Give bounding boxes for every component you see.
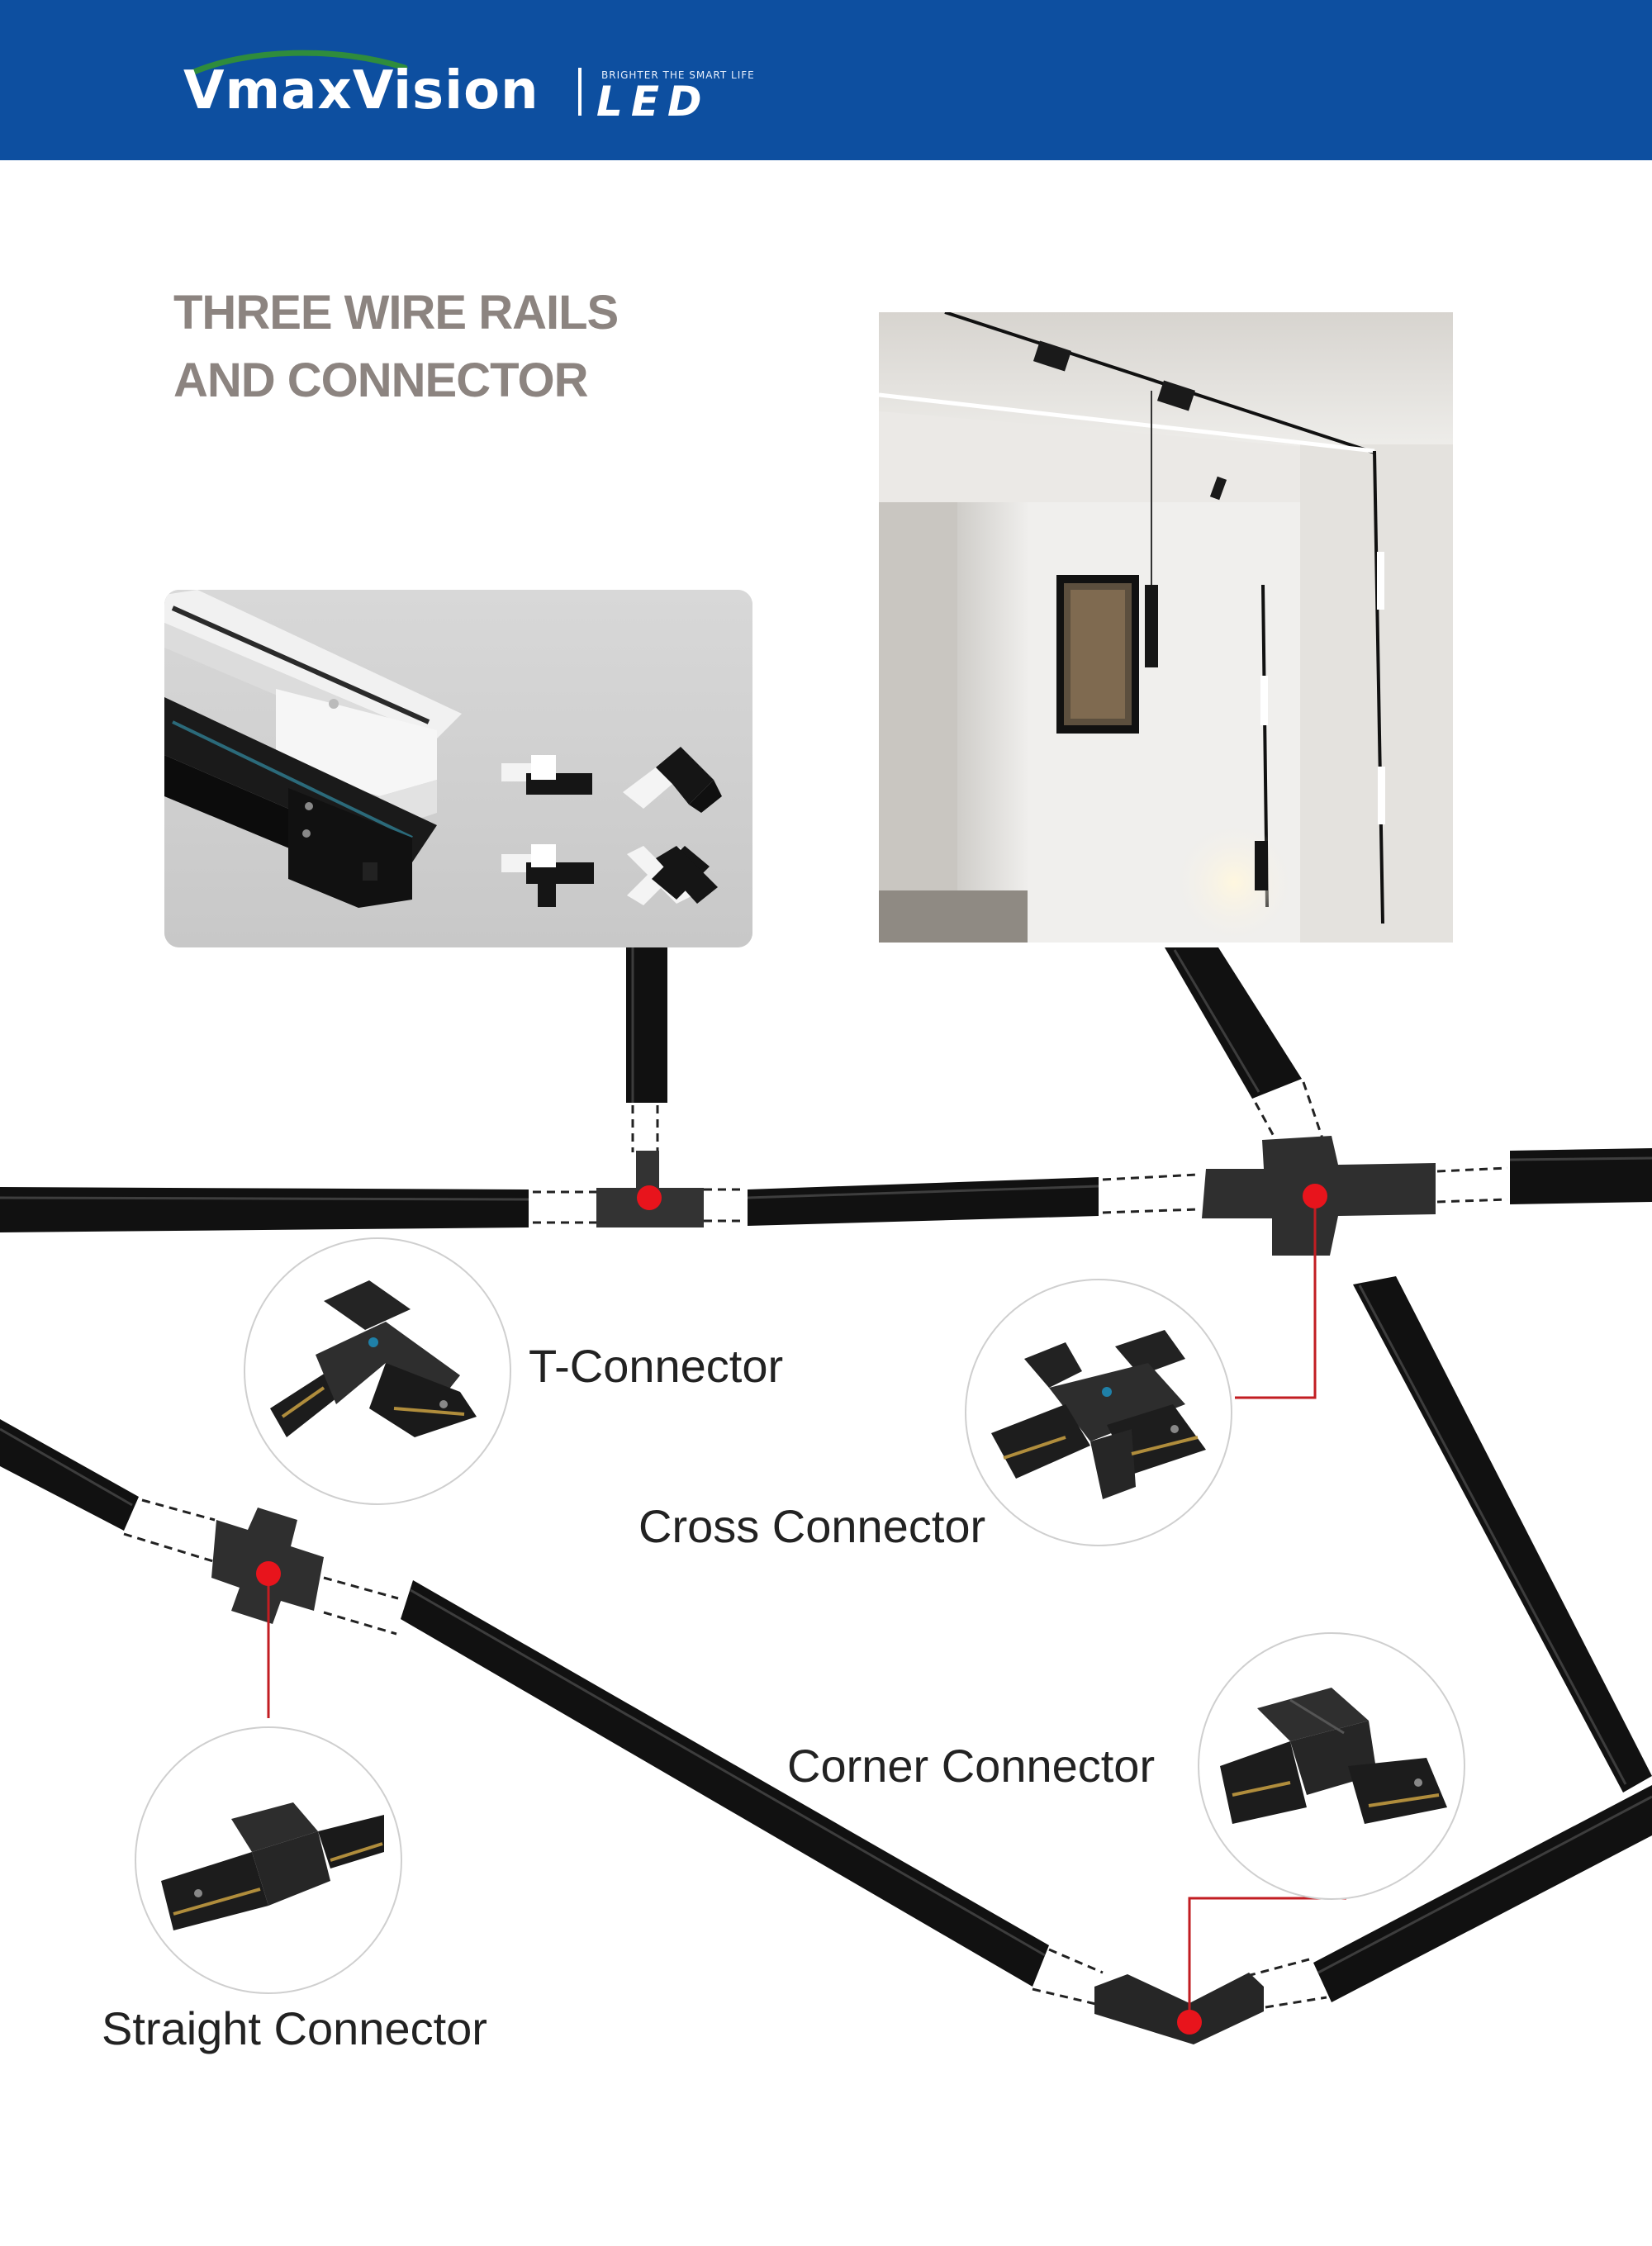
straight-connector-icon xyxy=(161,1802,384,1930)
rail-vertical-t xyxy=(626,947,667,1103)
header-bar: VmaxVision BRIGHTER THE SMART LIFE LED xyxy=(0,0,1652,160)
rail-diagonal-right xyxy=(1353,1276,1652,1793)
rail-diagonal-upper xyxy=(1165,947,1302,1099)
small-connector-t-icon xyxy=(501,844,594,907)
t-connector-thumbnail xyxy=(244,1237,511,1505)
rail-product-panel xyxy=(164,590,752,947)
small-connector-corner-icon xyxy=(623,747,722,813)
straight-connector-label: Straight Connector xyxy=(102,2002,487,2054)
rail-left-diagonal xyxy=(0,1419,139,1531)
brand-divider xyxy=(578,68,582,116)
brand-swoosh-icon xyxy=(185,50,408,78)
rail-product-illustration xyxy=(164,590,752,947)
led-logo: LED xyxy=(596,78,710,126)
cross-connector-thumbnail xyxy=(965,1279,1232,1546)
straight-connector-thumbnail xyxy=(135,1726,402,1994)
corner-connector-label: Corner Connector xyxy=(787,1740,1156,1792)
connection-markers xyxy=(256,1184,1327,2035)
page-title-line-2: AND CONNECTOR xyxy=(173,354,589,407)
t-connector-label: T-Connector xyxy=(529,1340,784,1392)
t-connector-icon xyxy=(270,1280,477,1437)
page-title-line-1: THREE WIRE RAILS xyxy=(173,286,619,340)
marker-straight-connector xyxy=(256,1561,281,1586)
room-installation-illustration xyxy=(879,312,1453,943)
rail-top-middle xyxy=(747,1177,1099,1226)
small-connector-straight-icon xyxy=(501,755,592,795)
leader-lines xyxy=(267,1196,1346,2020)
cross-connector-label: Cross Connector xyxy=(638,1500,986,1552)
page-title: THREE WIRE RAILS AND CONNECTOR xyxy=(173,279,752,415)
corner-connector-thumbnail xyxy=(1198,1632,1465,1900)
rail-long-diagonal xyxy=(401,1580,1049,1987)
joint-guides xyxy=(123,1081,1508,2009)
small-connector-cross-icon xyxy=(627,846,718,905)
rail-top-right xyxy=(1509,1148,1652,1204)
rail-top-left xyxy=(0,1187,529,1232)
marker-corner-connector xyxy=(1177,2010,1202,2035)
room-installation-photo xyxy=(879,312,1453,943)
corner-connector-icon xyxy=(1220,1688,1447,1824)
brand-tagline: BRIGHTER THE SMART LIFE xyxy=(601,69,755,81)
diagram-corner-connector xyxy=(1094,1973,1264,2044)
brand-name: VmaxVision xyxy=(183,60,539,121)
marker-t-connector xyxy=(637,1185,662,1210)
rail-lower-right xyxy=(1313,1785,1652,2002)
cross-connector-icon xyxy=(991,1330,1206,1499)
marker-cross-connector xyxy=(1303,1184,1327,1208)
